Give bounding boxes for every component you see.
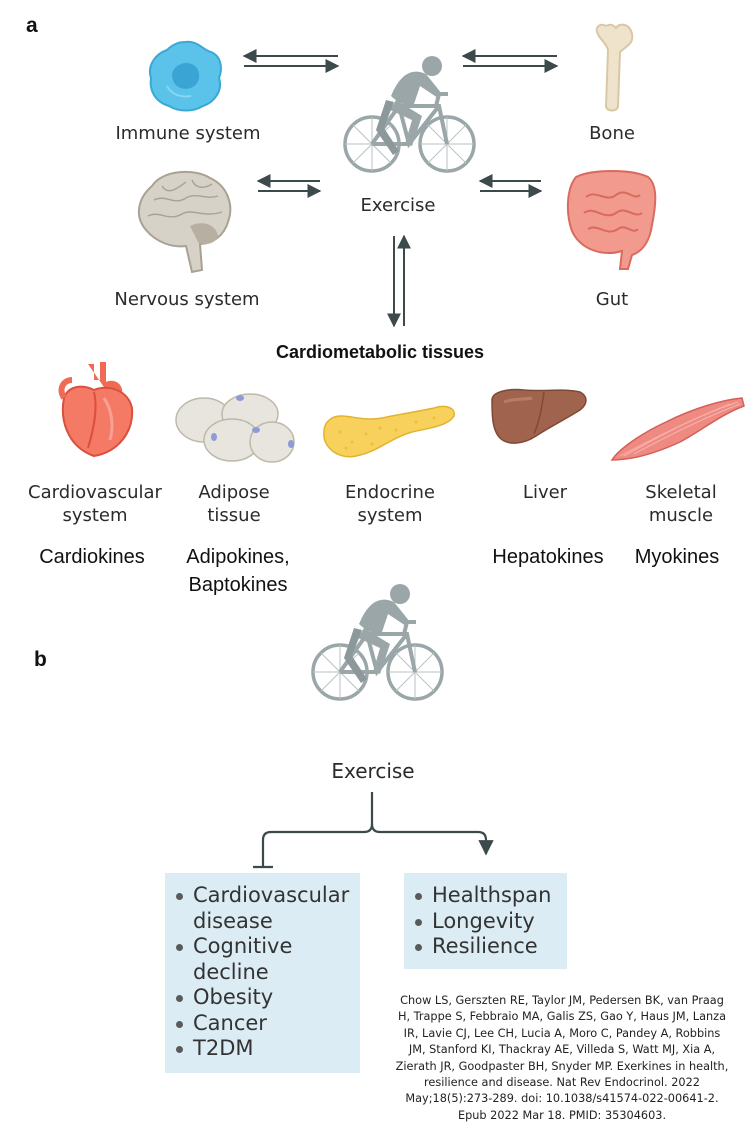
outcome-resilience: Resilience [414,934,567,960]
immune-system-label: Immune system [115,123,261,144]
exercise-label-b: Exercise [331,759,415,783]
heart-icon [58,362,134,458]
pancreas-icon [323,405,455,458]
promoted-outcomes-box: Healthspan Longevity Resilience [404,873,567,969]
citation-line: JM, Stanford KI, Thackray AE, Villeda S,… [408,1043,716,1057]
tissue-name-skeletal-muscle: Skeletal [645,482,717,503]
citation-line: resilience and disease. Nat Rev Endocrin… [424,1076,700,1090]
inhibit-line [261,792,374,867]
kine-cardiokines: Cardiokines [39,546,145,568]
kine-adipokines: Adipokines, [186,546,290,568]
tissue-name-endocrine-2: system [357,505,423,526]
liver-icon [491,388,587,444]
muscle-icon [610,397,745,461]
outcome-healthspan: Healthspan [414,883,567,909]
tissue-name-adipose: Adipose [198,482,270,503]
promote-arrow [370,823,494,856]
tissue-name-adipose-2: tissue [207,505,261,526]
citation-line: H, Trappe S, Febbraio MA, Galis ZS, Gao … [397,1010,727,1024]
arrows-panel-a [242,49,559,328]
tissue-name-skeletal-muscle-2: muscle [648,505,714,526]
tissue-name-liver: Liver [522,482,568,503]
outcome-t2dm: T2DM [175,1036,360,1062]
outcome-longevity: Longevity [414,909,567,935]
kine-myokines: Myokines [634,546,720,568]
outcome-cancer: Cancer [175,1011,360,1037]
tissue-name-endocrine: Endocrine [345,482,435,503]
tissue-name-cardiovascular: Cardiovascular [28,482,162,503]
bone-label: Bone [589,123,635,144]
exercise-label-a: Exercise [360,195,436,216]
panel-b-label: b [34,648,47,671]
adipocytes-icon [175,393,295,463]
citation-line: May;18(5):273-289. doi: 10.1038/s41574-0… [405,1092,719,1106]
panel-a-label: a [26,14,38,37]
outcome-obesity: Obesity [175,985,360,1011]
citation-line: Epub 2022 Mar 18. PMID: 35304603. [457,1108,667,1122]
citation: Chow LS, Gerszten RE, Taylor JM, Pederse… [374,993,750,1124]
gut-icon [566,170,657,270]
tissue-name-cardiovascular-2: system [62,505,128,526]
brain-icon [137,170,232,274]
nervous-system-label: Nervous system [114,289,260,310]
immune-cell-icon [149,40,222,112]
kine-baptokines: Baptokines [188,574,288,596]
bone-icon [595,23,634,112]
kine-hepatokines: Hepatokines [492,546,604,568]
branch-connector [253,792,494,869]
citation-line: Zierath JR, Goodpaster BH, Snyder MP. Ex… [395,1059,729,1073]
cardiometabolic-heading: Cardiometabolic tissues [275,342,485,362]
gut-label: Gut [595,289,629,310]
citation-line: Chow LS, Gerszten RE, Taylor JM, Pederse… [400,994,724,1007]
citation-line: IR, Lavie CJ, Lee CH, Lucia A, Moro C, P… [403,1026,721,1040]
